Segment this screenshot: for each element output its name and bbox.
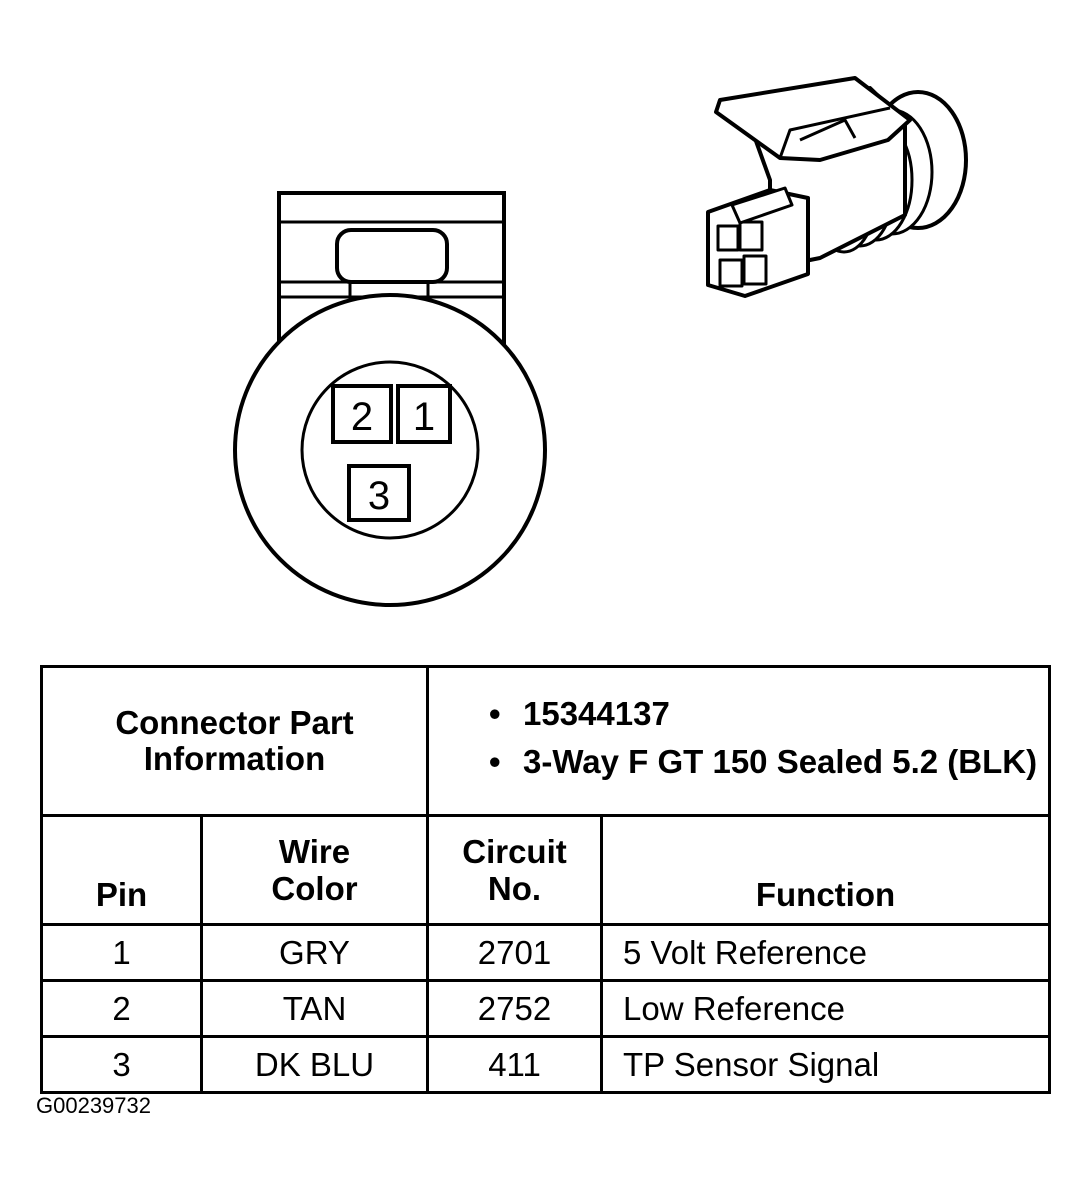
header-wire-color-text: Wire Color [271, 833, 358, 907]
part-number: 15344137 [523, 695, 670, 732]
pin-cell: 2 [40, 979, 203, 1038]
connector-part-info-label: Connector Part Information [40, 665, 429, 817]
connector-front-view [233, 191, 547, 607]
pin-cell: 3 [40, 1035, 203, 1094]
bullet-icon: • [489, 743, 501, 780]
connector-isometric-view [706, 76, 968, 298]
table-row: 2 TAN 2752 Low Reference [40, 979, 1052, 1038]
locking-tab [335, 228, 449, 284]
pin-label-2: 2 [351, 395, 373, 439]
pin-label-3: 3 [368, 474, 390, 518]
function-cell: TP Sensor Signal [599, 1035, 1052, 1094]
iso-cavity-d [742, 254, 768, 286]
pin-cavity-1 [396, 384, 452, 444]
latch-arm [714, 76, 912, 162]
connector-illustration: 2 1 3 [233, 76, 968, 607]
part-description-item: • 3-Way F GT 150 Sealed 5.2 (BLK) [489, 742, 1048, 782]
iso-cavity-b [738, 220, 764, 252]
function-cell: 5 Volt Reference [599, 923, 1052, 982]
header-circuit-no-text: Circuit No. [462, 833, 567, 907]
connector-part-info-values: • 15344137 • 3-Way F GT 150 Sealed 5.2 (… [425, 665, 1052, 817]
part-number-item: • 15344137 [489, 694, 1048, 734]
wire-color-cell: TAN [200, 979, 429, 1038]
circuit-cell: 411 [426, 1035, 603, 1094]
pin-cavity-3 [347, 464, 411, 522]
iso-cavity-c [718, 258, 744, 288]
column-header-row: Pin Wire Color Circuit No. Function [40, 814, 1052, 926]
bullet-icon: • [489, 695, 501, 732]
pin-cavity-2 [331, 384, 393, 444]
connector-info-table: Connector Part Information • 15344137 • … [40, 665, 1052, 1094]
circuit-cell: 2752 [426, 979, 603, 1038]
circuit-cell: 2701 [426, 923, 603, 982]
header-pin: Pin [40, 814, 203, 926]
pin-label-1: 1 [413, 395, 435, 439]
pin-cell: 1 [40, 923, 203, 982]
part-description: 3-Way F GT 150 Sealed 5.2 (BLK) [523, 743, 1038, 780]
wire-color-cell: DK BLU [200, 1035, 429, 1094]
function-cell: Low Reference [599, 979, 1052, 1038]
header-function: Function [599, 814, 1052, 926]
part-info-row: Connector Part Information • 15344137 • … [40, 665, 1052, 817]
iso-cavity-a [716, 224, 740, 252]
header-wire-color: Wire Color [200, 814, 429, 926]
wire-color-cell: GRY [200, 923, 429, 982]
figure-id: G00239732 [36, 1093, 151, 1118]
table-row: 3 DK BLU 411 TP Sensor Signal [40, 1035, 1052, 1094]
table-row: 1 GRY 2701 5 Volt Reference [40, 923, 1052, 982]
header-circuit-no: Circuit No. [426, 814, 603, 926]
keying-rib [730, 186, 794, 225]
